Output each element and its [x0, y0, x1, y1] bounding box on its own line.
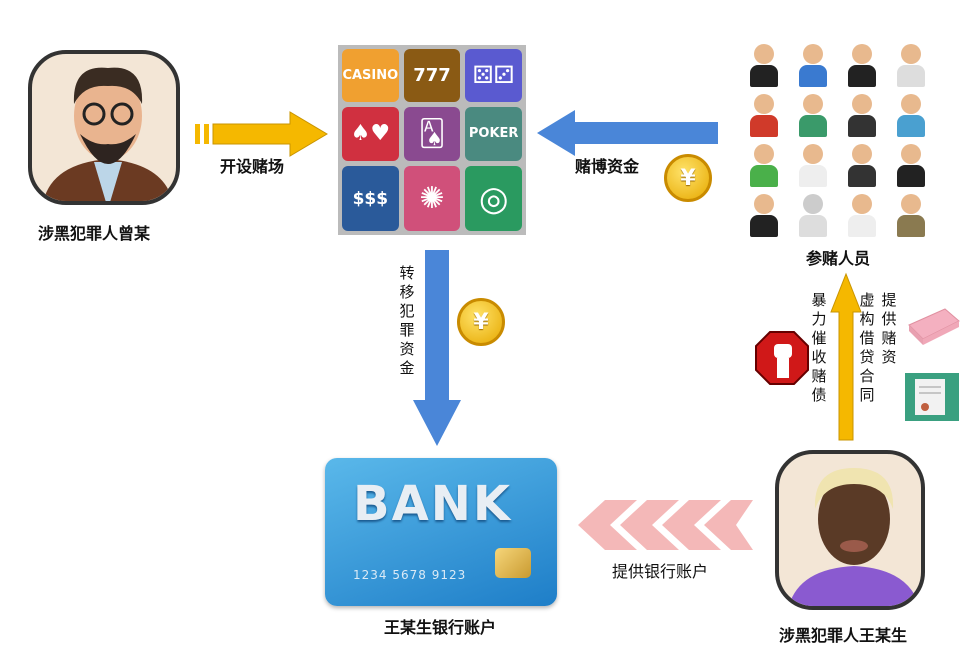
gamblers-icons-grid — [740, 40, 935, 240]
arrow-open-casino — [195, 111, 328, 157]
person-icon — [789, 140, 838, 190]
person-icon — [789, 40, 838, 90]
poker-table-icon: POKER — [465, 106, 522, 162]
person-icon — [740, 190, 789, 240]
tile-text: ◎ — [478, 178, 509, 219]
arrow-provide-account — [578, 500, 753, 550]
bank-card: BANK 1234 5678 9123 — [325, 458, 557, 606]
label-person-zeng: 涉黑犯罪人曾某 — [38, 224, 151, 243]
tile-text: CASINO — [342, 67, 399, 83]
label-violent-collection: 暴力催收赌债 — [809, 292, 828, 406]
tile-text: POKER — [468, 126, 519, 142]
casino-icons-grid: CASINO 777 ⚄⚂ ♠♥ 🂡 POKER $$$ ✺ ◎ — [338, 45, 526, 235]
person-icon — [838, 90, 887, 140]
slot-777-icon: 777 — [403, 49, 461, 102]
casino-chip-icon: CASINO — [342, 49, 399, 102]
roulette-icon: ◎ — [465, 166, 522, 231]
contract-icon — [905, 373, 959, 421]
playing-cards-icon: 🂡 — [403, 106, 461, 162]
bank-card-number: 1234 5678 9123 — [353, 568, 467, 582]
label-open-casino: 开设赌场 — [220, 157, 285, 176]
person-icon — [740, 90, 789, 140]
avatar-wang — [775, 450, 925, 610]
person-icon — [838, 190, 887, 240]
label-provide-funds: 提供赌资 — [879, 292, 898, 368]
tile-text: $$$ — [352, 188, 389, 209]
person-icon — [838, 140, 887, 190]
bank-card-brand: BANK — [353, 476, 513, 532]
person-icon — [740, 140, 789, 190]
person-icon — [886, 40, 935, 90]
chip-icon — [495, 548, 531, 578]
fist-icon — [755, 331, 809, 385]
tile-text: ♠♥ — [350, 121, 391, 147]
tile-text: ⚄⚂ — [472, 61, 515, 90]
arrow-gambling-loans — [830, 272, 862, 441]
label-person-wang: 涉黑犯罪人王某生 — [779, 626, 908, 645]
label-bank-account: 王某生银行账户 — [384, 618, 497, 637]
person-icon — [886, 190, 935, 240]
person-icon — [838, 40, 887, 90]
yuan-coin-icon: ¥ — [457, 298, 505, 346]
money-stack-icon — [908, 308, 960, 345]
person-icon — [886, 140, 935, 190]
person-icon — [886, 90, 935, 140]
label-fake-contract: 虚构借贷合同 — [857, 292, 876, 406]
card-suits-icon: ♠♥ — [342, 106, 399, 162]
person-icon — [740, 40, 789, 90]
arrow-gambling-funds — [537, 110, 718, 156]
label-gamblers: 参赌人员 — [806, 249, 871, 268]
yuan-coin-icon: ¥ — [664, 154, 712, 202]
label-provide-account: 提供银行账户 — [612, 562, 709, 581]
dollar-slots-icon: $$$ — [342, 166, 399, 231]
tile-text: 🂡 — [418, 118, 446, 149]
avatar-zeng — [28, 50, 180, 205]
tile-text: 777 — [413, 64, 451, 86]
arrow-transfer-funds — [413, 250, 461, 446]
label-transfer-funds: 转移犯罪资金 — [397, 265, 416, 379]
tile-text: ✺ — [419, 181, 445, 217]
poker-chip-icon: ✺ — [403, 166, 461, 231]
person-icon — [789, 90, 838, 140]
dice-icon: ⚄⚂ — [465, 49, 522, 102]
label-gambling-funds: 赌博资金 — [575, 157, 640, 176]
person-icon — [789, 190, 838, 240]
